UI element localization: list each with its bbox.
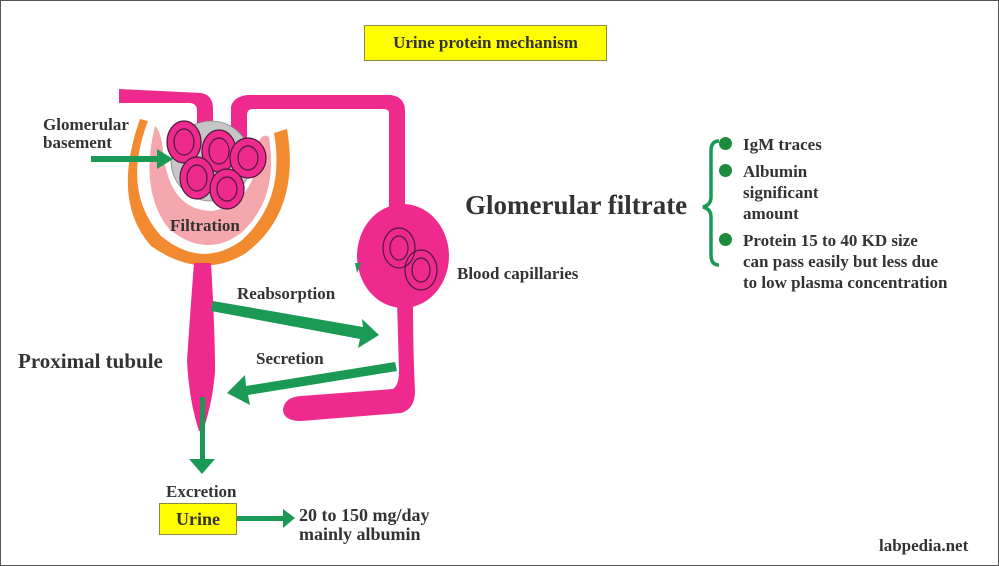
filtration-label: Filtration: [170, 216, 240, 235]
filtrate-curly-brace: [702, 139, 720, 267]
title-text: Urine protein mechanism: [393, 33, 578, 52]
list-item: IgM traces: [719, 134, 947, 155]
efferent-arteriole: [231, 95, 405, 213]
list-item: Protein 15 to 40 KD size can pass easily…: [719, 230, 947, 293]
bullet-icon: [719, 137, 732, 150]
filtrate-components-list: IgM traces Albumin significant amount Pr…: [719, 134, 947, 299]
basement-arrow-icon: [91, 149, 173, 169]
capillary-arrow-tip-icon: [355, 263, 361, 273]
item-line: to low plasma concentration: [743, 273, 948, 292]
urine-text: Urine: [176, 508, 220, 529]
label-line: 20 to 150 mg/day: [299, 505, 430, 525]
item-line: can pass easily but less due: [743, 252, 939, 271]
list-item: Albumin significant amount: [719, 161, 947, 224]
blood-capillary: [357, 204, 449, 308]
peritubular-vessel: [283, 301, 415, 421]
glomerular-basement-label: Glomerular basement: [43, 116, 129, 152]
secretion-label: Secretion: [256, 349, 324, 368]
urine-result-arrow-icon: [235, 509, 295, 528]
bowmans-capsule-inner: [149, 126, 272, 246]
label-line: mainly albumin: [299, 523, 421, 544]
glomerular-filtrate-heading: Glomerular filtrate: [465, 190, 688, 220]
item-line: amount: [743, 204, 799, 223]
item-line: Albumin: [743, 162, 808, 181]
page-title: Urine protein mechanism: [364, 25, 607, 61]
reabsorption-arrow-icon: [211, 301, 379, 348]
proximal-tubule-label: Proximal tubule: [18, 349, 163, 373]
label-line: Glomerular: [43, 115, 129, 134]
capillary-blood-cells: [382, 227, 438, 291]
watermark: labpedia.net: [879, 536, 969, 555]
label-line: basement: [43, 132, 112, 152]
excretion-arrow-icon: [189, 397, 215, 474]
urine-box: Urine: [159, 503, 237, 535]
proximal-tubule: [187, 263, 215, 431]
bullet-icon: [719, 233, 732, 246]
reabsorption-label: Reabsorption: [237, 284, 336, 303]
item-line: significant: [743, 183, 819, 202]
excretion-label: Excretion: [166, 482, 237, 501]
blood-capillaries-label: Blood capillaries: [457, 264, 579, 283]
urine-amount-label: 20 to 150 mg/day mainly albumin: [299, 506, 430, 544]
secretion-arrow-icon: [227, 362, 397, 405]
item-line: Protein 15 to 40 KD size: [743, 231, 918, 250]
bullet-icon: [719, 164, 732, 177]
glomerular-blood-cells: [166, 120, 267, 210]
item-line: IgM traces: [743, 135, 822, 154]
